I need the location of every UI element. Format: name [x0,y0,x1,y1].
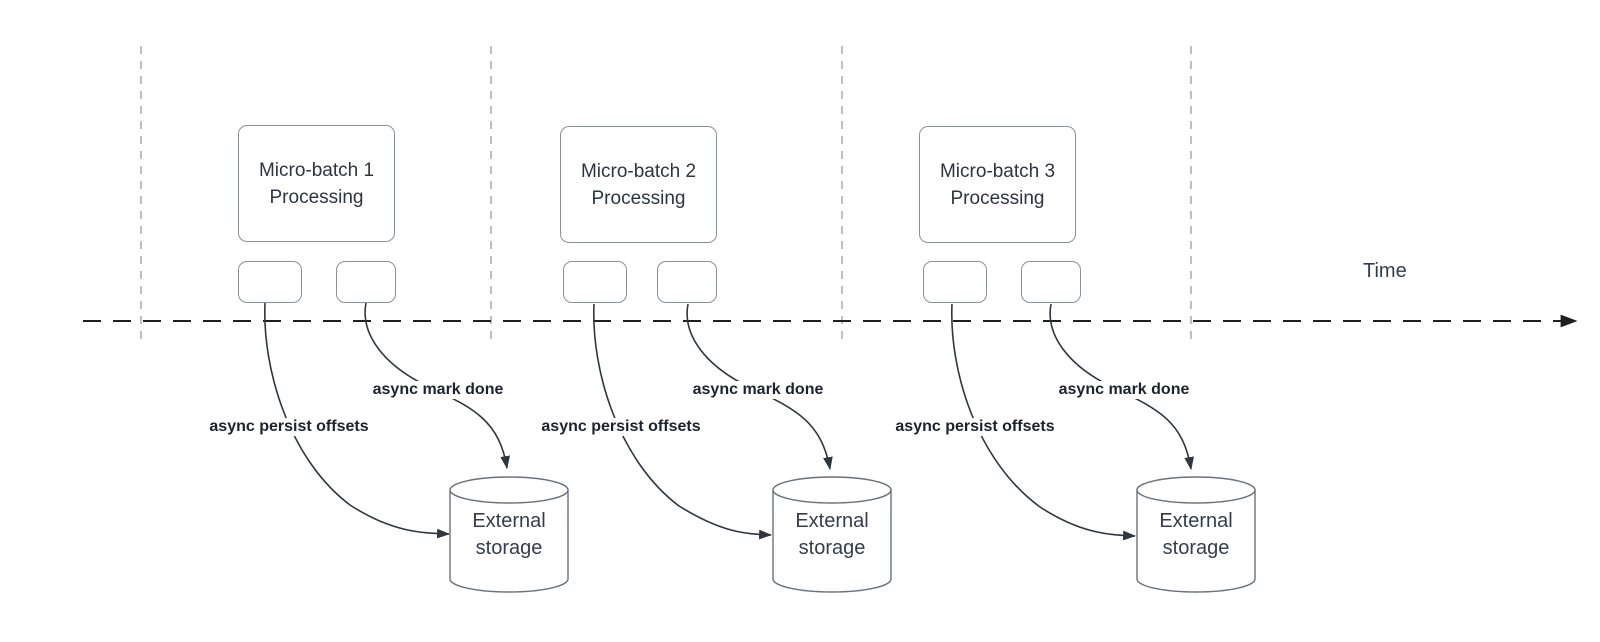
storage-cylinder-icon-3 [1136,476,1256,593]
storage-cylinder-icon-1 [449,476,569,593]
external-storage-label-3: External storage [1126,508,1266,562]
micro-batch-3-processing-box: Micro-batch 3 Processing [919,126,1076,243]
micro-batch-1-processing-box: Micro-batch 1 Processing [238,125,395,242]
persist-offsets-arrow-1 [264,302,451,539]
micro-batch-1-title: Micro-batch 1 [258,159,375,181]
time-axis-label: Time [1363,260,1407,282]
micro-batch-3-title: Micro-batch 3 [939,160,1056,182]
mark-done-label-2: async mark done [689,381,827,399]
mark-done-task-box-3 [1021,261,1081,303]
persist-offsets-label-3: async persist offsets [892,418,1058,436]
storage-cylinder-icon-2 [772,476,892,593]
external-storage-label-1: External storage [439,508,579,562]
storage-label-line: storage [475,537,543,559]
mark-done-task-box-2 [657,261,717,303]
persist-offsets-label-1: async persist offsets [206,418,372,436]
micro-batch-3-subtitle: Processing [950,187,1045,209]
storage-label-line: External [1159,510,1233,532]
micro-batch-2-subtitle: Processing [591,187,686,209]
persist-offsets-task-box-2 [563,261,627,303]
storage-label-line: External [795,510,869,532]
external-storage-label-2: External storage [762,508,902,562]
mark-done-label-1: async mark done [369,381,507,399]
persist-offsets-task-box-1 [238,261,302,303]
persist-offsets-label-2: async persist offsets [538,418,704,436]
micro-batch-1-subtitle: Processing [269,186,364,208]
storage-label-line: storage [798,537,866,559]
mark-done-label-3: async mark done [1055,381,1193,399]
storage-label-line: External [472,510,546,532]
persist-offsets-arrow-2 [593,303,773,540]
storage-label-line: storage [1162,537,1230,559]
mark-done-task-box-1 [336,261,396,303]
persist-offsets-arrow-3 [951,303,1137,541]
micro-batch-2-processing-box: Micro-batch 2 Processing [560,126,717,243]
micro-batch-2-title: Micro-batch 2 [580,160,697,182]
persist-offsets-task-box-3 [923,261,987,303]
